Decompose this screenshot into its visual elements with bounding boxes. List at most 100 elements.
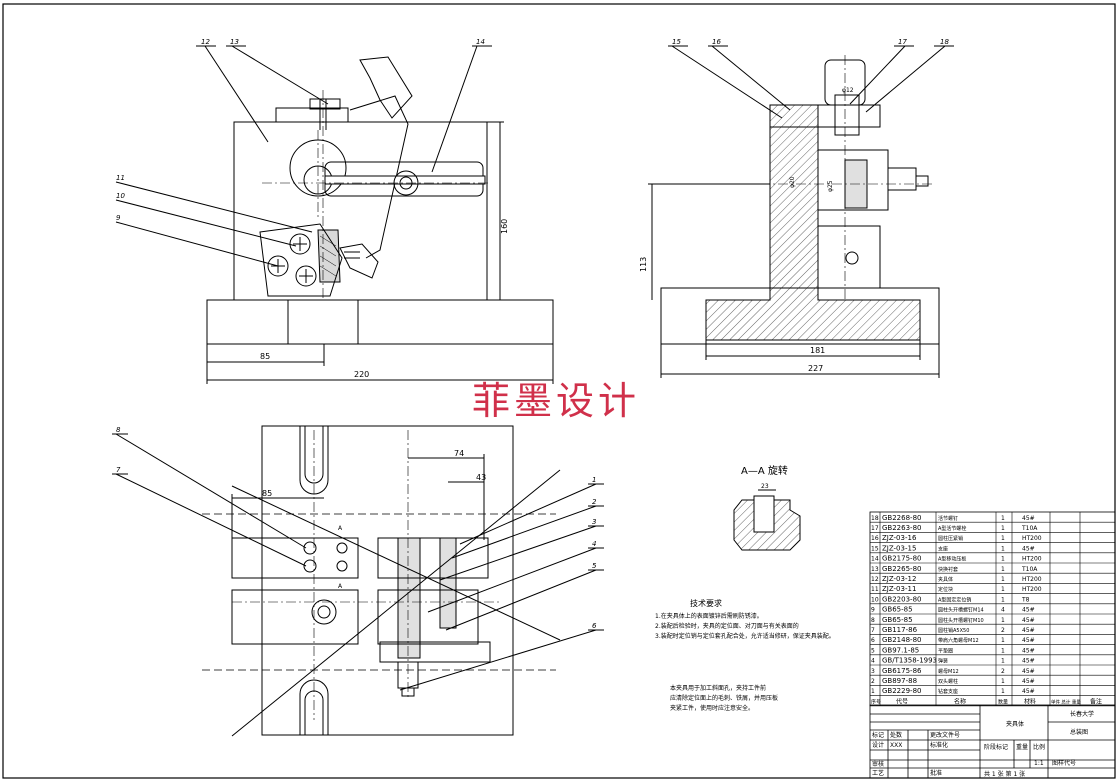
- bom-code: GB2265-80: [882, 565, 921, 573]
- dim-side-phi20: φ20: [789, 176, 796, 188]
- callout-12: 12: [201, 38, 210, 46]
- front-view: [115, 45, 554, 384]
- tech-req-line-3: 3.装配时定位销与定位套孔配合处，允许适当修研，保证夹具装配。: [655, 632, 835, 640]
- callout-15: 15: [672, 38, 681, 46]
- bom-material: T8: [1021, 596, 1030, 603]
- bom-frame: [869, 511, 1116, 707]
- bom-qty: 1: [1001, 596, 1005, 603]
- callout-2: 2: [592, 498, 597, 506]
- bom-qty: 1: [1001, 556, 1005, 563]
- bom-qty: 1: [1001, 535, 1005, 542]
- bom-qty: 1: [1001, 576, 1005, 583]
- review-label: 审核: [872, 760, 884, 768]
- bom-qty: 1: [1001, 678, 1005, 685]
- callout-11: 11: [116, 174, 125, 182]
- stage-label: 阶段标记: [984, 743, 1008, 751]
- callout-3: 3: [592, 518, 596, 526]
- drawing-type: 总装图: [1070, 728, 1088, 736]
- bom-name: 快换衬套: [938, 566, 958, 573]
- callout-10: 10: [116, 192, 125, 200]
- bom-code: GB2229-80: [882, 687, 921, 695]
- school-name: 长春大学: [1070, 710, 1094, 718]
- bom-qty: 1: [1001, 515, 1005, 522]
- top-view: [112, 425, 604, 737]
- drawing-name: 夹具体: [1006, 720, 1024, 728]
- bom-name: 圆柱销A5X50: [938, 627, 969, 634]
- weight-label: 重量: [1016, 743, 1028, 751]
- bom-no: 16: [871, 535, 879, 542]
- bom-qty: 4: [1001, 607, 1005, 614]
- dim-top-74: 74: [454, 449, 464, 458]
- bom-material: 45#: [1022, 607, 1035, 614]
- bom-header-code: 代号: [896, 697, 908, 705]
- bom-no: 9: [871, 607, 875, 614]
- side-view-labels: 15 16 17 18 113 181 227 φ20 φ25 φ12: [639, 38, 949, 373]
- dim-front-220: 220: [354, 370, 369, 379]
- bom-qty: 1: [1001, 658, 1005, 665]
- bom-material: 45#: [1022, 688, 1035, 695]
- bom-qty: 1: [1001, 545, 1005, 552]
- bom-no: 5: [871, 647, 875, 654]
- bom-material: 45#: [1022, 668, 1035, 675]
- bom-material: T10A: [1021, 566, 1038, 573]
- bom-no: 11: [871, 586, 879, 593]
- bom-no: 2: [871, 678, 875, 685]
- code-label: 图样代号: [1052, 759, 1076, 767]
- bom-no: 13: [871, 566, 879, 573]
- bom-name: 夹具体: [938, 576, 953, 583]
- bom-qty: 1: [1001, 586, 1005, 593]
- section-title: A—A 旋转: [741, 464, 788, 477]
- usage-note-line-3: 夹紧工件，使用时应注意安全。: [670, 704, 754, 712]
- bom-name: 螺母M12: [938, 668, 959, 675]
- callout-6: 6: [592, 622, 597, 630]
- bom-code: GB2175-80: [882, 555, 921, 563]
- bom-material: 45#: [1022, 515, 1035, 522]
- bom-material: 45#: [1022, 545, 1035, 552]
- bom-header-qty: 数量: [998, 698, 1008, 705]
- bom-qty: 1: [1001, 647, 1005, 654]
- bom-code: GB2268-80: [882, 514, 921, 522]
- section-dim: 23: [761, 483, 769, 490]
- callout-7: 7: [116, 466, 121, 474]
- tech-req-line-2: 2.装配后检验时，夹具的定位面、对刀面与有关表面的: [655, 622, 799, 630]
- dim-front-85: 85: [260, 352, 270, 361]
- usage-note: 本夹具用于加工斜面孔，夹持工件前 应清除定位面上的毛刺、铁屑，并用压板 夹紧工件…: [670, 684, 778, 712]
- title-block: [869, 704, 1116, 779]
- bom-material: HT200: [1022, 576, 1042, 583]
- bom-qty: 1: [1001, 688, 1005, 695]
- bom-name: 圆柱压紧销: [938, 535, 963, 542]
- bom-no: 12: [871, 576, 879, 583]
- watermark: 菲墨设计: [472, 379, 640, 423]
- bom-header-material: 材料: [1024, 697, 1036, 705]
- bom-name: 支座: [938, 545, 948, 552]
- bom-no: 17: [871, 525, 879, 532]
- bom-no: 1: [871, 688, 875, 695]
- bom-qty: 2: [1001, 627, 1005, 634]
- bom-code: ZJZ-03-16: [882, 534, 917, 542]
- bom-no: 14: [871, 556, 879, 563]
- bom-code: GB2148-80: [882, 636, 921, 644]
- bom-qty: 1: [1001, 617, 1005, 624]
- section-mark-a-top: A: [338, 525, 343, 532]
- bom-code: GB897-88: [882, 677, 917, 685]
- bom-qty: 1: [1001, 566, 1005, 573]
- bom-code: GB65-85: [882, 606, 913, 614]
- side-view: [648, 45, 954, 378]
- bom-no: 6: [871, 637, 875, 644]
- bom-code: GB65-85: [882, 616, 913, 624]
- dim-front-height: 160: [500, 219, 509, 234]
- callout-13: 13: [230, 38, 239, 46]
- tech-req-line-1: 1.在夹具体上的表面镀锌后需刷防锈漆。: [655, 612, 763, 620]
- bom-name: 弹簧: [938, 658, 948, 665]
- bom-code: GB97.1-85: [882, 646, 919, 654]
- bom-qty: 2: [1001, 668, 1005, 675]
- callout-9: 9: [116, 214, 121, 222]
- callout-1: 1: [592, 476, 596, 484]
- title-block-text: 夹具体 长春大学 总装图 阶段标记 重量 比例 1:1 共 1 张 第 1 张 …: [872, 710, 1094, 778]
- process-label: 工艺: [872, 769, 884, 777]
- bom-material: 45#: [1022, 658, 1035, 665]
- bom-code: GB/T1358-1993: [882, 657, 937, 665]
- callout-17: 17: [898, 38, 907, 46]
- bom-no: 7: [871, 627, 875, 634]
